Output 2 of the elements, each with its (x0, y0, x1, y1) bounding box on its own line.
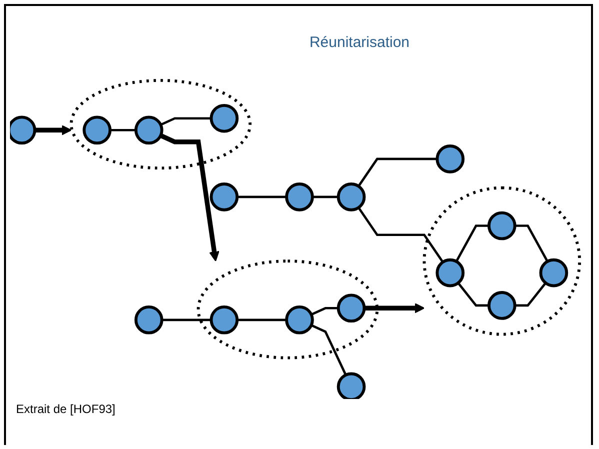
title: Réunitarisation (309, 34, 410, 51)
source-note: Extrait de [HOF93] (16, 402, 116, 416)
